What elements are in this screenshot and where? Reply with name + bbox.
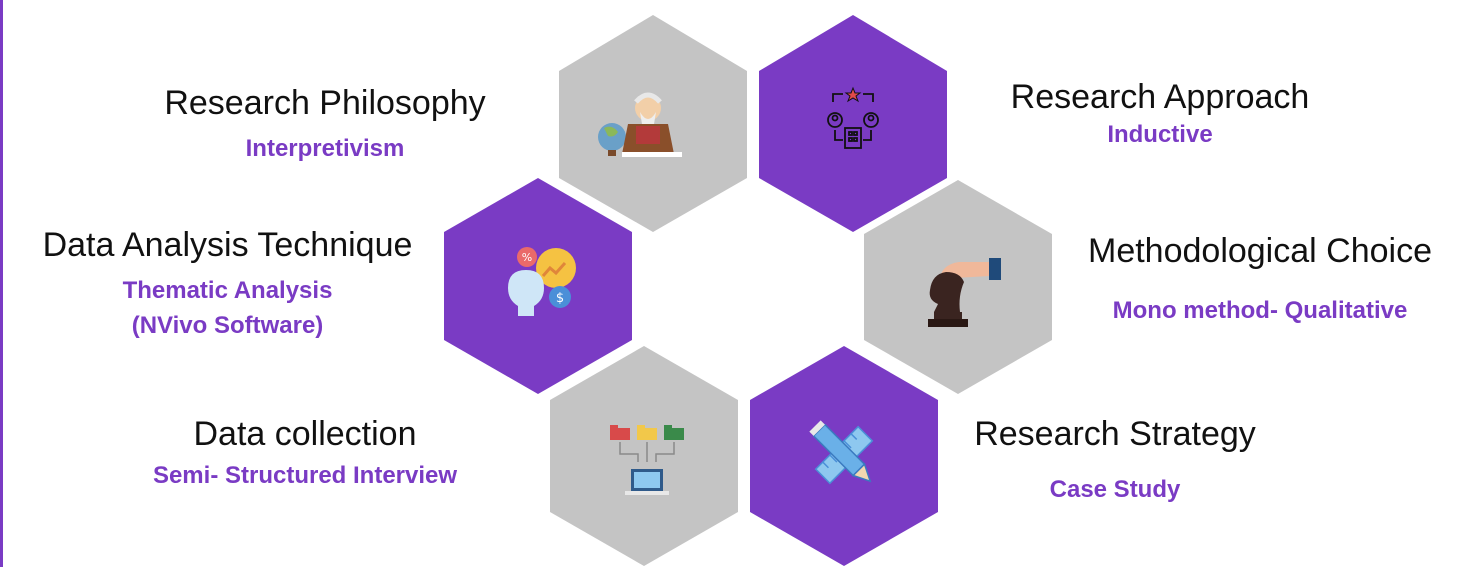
analysis-title: Data Analysis Technique	[42, 226, 413, 264]
folders-computer-icon	[610, 425, 684, 495]
collection-title: Data collection	[193, 415, 417, 453]
collection-value: Semi- Structured Interview	[152, 462, 458, 489]
philosophy-value: Interpretivism	[245, 135, 405, 162]
hexagon-collection	[550, 346, 738, 566]
hexagon-approach	[759, 15, 947, 232]
analysis-label: Data Analysis Technique Thematic Analysi…	[0, 226, 455, 343]
approach-value: Inductive	[1107, 121, 1213, 148]
strategy-label: Research Strategy Case Study	[925, 415, 1305, 507]
philosophy-title: Research Philosophy	[164, 84, 486, 122]
chess-knight-hand-icon	[928, 258, 1001, 327]
analysis-bubbles-icon: % $	[508, 247, 576, 316]
choice-label: Methodological Choice Mono method- Quali…	[1050, 232, 1470, 328]
network-building-icon	[827, 86, 879, 149]
approach-label: Research Approach Inductive	[940, 78, 1380, 152]
choice-title: Methodological Choice	[1088, 232, 1432, 270]
professor-reading-icon	[598, 92, 682, 157]
collection-label: Data collection Semi- Structured Intervi…	[80, 415, 530, 493]
analysis-value-line2: (NVivo Software)	[131, 312, 324, 339]
left-border-line	[0, 0, 3, 567]
strategy-value: Case Study	[1049, 476, 1181, 503]
ruler-pencil-icon	[809, 420, 874, 485]
analysis-value-line1: Thematic Analysis	[122, 277, 333, 304]
svg-text:$: $	[556, 291, 564, 306]
strategy-title: Research Strategy	[974, 415, 1256, 453]
approach-title: Research Approach	[1010, 78, 1310, 116]
choice-value: Mono method- Qualitative	[1112, 297, 1408, 324]
svg-text:%: %	[522, 251, 532, 264]
philosophy-label: Research Philosophy Interpretivism	[110, 84, 540, 166]
